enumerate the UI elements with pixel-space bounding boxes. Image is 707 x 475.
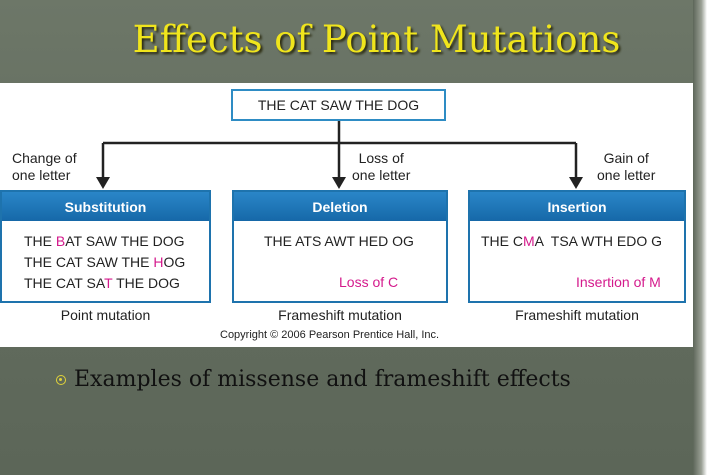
text-segment: THE CAT SA xyxy=(24,275,105,291)
branch-label-line: Change of xyxy=(12,150,77,166)
branch-label-substitution: Change of one letter xyxy=(12,150,77,184)
branch-label-insertion: Gain of one letter xyxy=(597,150,655,184)
insertion-body: THE CMA TSA WTH EDO G xyxy=(470,221,684,252)
insertion-caption: Frameshift mutation xyxy=(515,307,639,323)
substitution-body: THE BAT SAW THE DOG THE CAT SAW THE HOG … xyxy=(2,221,209,294)
text-segment: A TSA WTH EDO G xyxy=(534,233,662,249)
arrow-left xyxy=(96,177,110,189)
deletion-caption: Frameshift mutation xyxy=(278,307,402,323)
text-segment: THE C xyxy=(481,233,523,249)
mutated-letter: B xyxy=(55,233,66,249)
mutation-figure: THE CAT SAW THE DOG Change of one letter… xyxy=(0,83,693,347)
bullet-item: Examples of missense and frameshift effe… xyxy=(56,367,571,392)
deletion-line-1: THE ATS AWT HED OG xyxy=(264,233,414,249)
root-sentence-box: THE CAT SAW THE DOG xyxy=(231,89,446,121)
circle-bullet-icon xyxy=(56,374,66,385)
text-segment: AT SAW THE DOG xyxy=(65,233,185,249)
substitution-line-3: THE CAT SAT THE DOG xyxy=(24,273,209,294)
slide-edge xyxy=(693,0,707,475)
text-segment: THE CAT SAW THE xyxy=(24,254,154,270)
branch-label-line: one letter xyxy=(12,167,71,183)
text-segment: OG xyxy=(163,254,186,270)
deletion-body: THE ATS AWT HED OG xyxy=(234,221,446,252)
mutated-letter: M xyxy=(523,233,535,249)
copyright-notice: Copyright © 2006 Pearson Prentice Hall, … xyxy=(220,329,440,341)
deletion-note: Loss of C xyxy=(339,274,399,290)
root-sentence: THE CAT SAW THE DOG xyxy=(257,97,420,113)
bullet-text: Examples of missense and frameshift effe… xyxy=(74,367,571,392)
branch-label-line: Loss of xyxy=(358,150,404,166)
branch-label-line: one letter xyxy=(597,167,656,183)
substitution-card: Substitution THE BAT SAW THE DOG THE CAT… xyxy=(0,190,211,303)
arrow-center xyxy=(332,177,346,189)
arrow-right xyxy=(569,177,583,189)
insertion-card: Insertion THE CMA TSA WTH EDO G xyxy=(468,190,686,303)
insertion-line-1: THE CMA TSA WTH EDO G xyxy=(481,231,684,252)
insertion-header: Insertion xyxy=(470,192,684,221)
slide-title: Effects of Point Mutations xyxy=(132,18,621,61)
deletion-header: Deletion xyxy=(234,192,446,221)
mutated-letter: H xyxy=(153,254,164,270)
substitution-line-1: THE BAT SAW THE DOG xyxy=(24,231,209,252)
insertion-note: Insertion of M xyxy=(576,274,661,290)
branch-label-deletion: Loss of one letter xyxy=(352,150,410,184)
text-segment: THE DOG xyxy=(112,275,180,291)
mutated-letter: T xyxy=(104,275,113,291)
substitution-header: Substitution xyxy=(2,192,209,221)
branch-label-line: one letter xyxy=(352,167,411,183)
substitution-caption: Point mutation xyxy=(60,307,151,323)
substitution-line-2: THE CAT SAW THE HOG xyxy=(24,252,209,273)
deletion-card: Deletion THE ATS AWT HED OG xyxy=(232,190,448,303)
branch-label-line: Gain of xyxy=(603,150,649,166)
text-segment: THE xyxy=(24,233,56,249)
